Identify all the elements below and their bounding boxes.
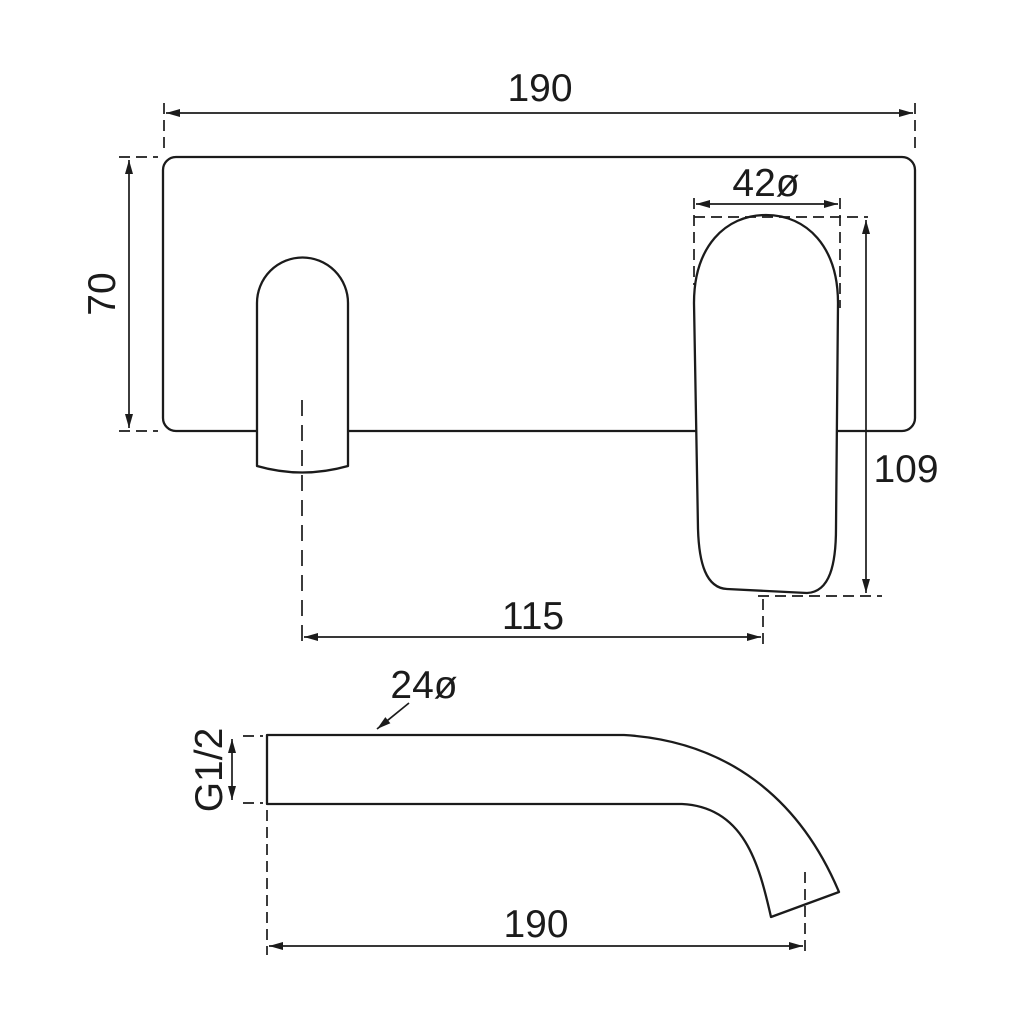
handle-length-label: 109 bbox=[873, 448, 938, 491]
front-view: 190 70 42ø 109 115 bbox=[81, 67, 939, 648]
mixer-lever-outline bbox=[692, 213, 840, 595]
dim-spout-length: 190 bbox=[266, 810, 806, 955]
spout-diameter-label: 24ø bbox=[390, 664, 457, 707]
leader-line bbox=[376, 702, 410, 730]
dim-thread: G1/2 bbox=[188, 728, 263, 813]
spout-length-label: 190 bbox=[503, 903, 568, 946]
dim-spout-diameter: 24ø bbox=[376, 664, 458, 730]
left-handle-outline bbox=[255, 256, 350, 474]
dim-handle-diameter: 42ø bbox=[693, 162, 868, 308]
thread-label: G1/2 bbox=[188, 728, 231, 813]
plate-height-label: 70 bbox=[81, 272, 124, 315]
dim-handle-spacing: 115 bbox=[304, 595, 764, 648]
handle-diameter-label: 42ø bbox=[732, 162, 799, 205]
spout-outline bbox=[265, 733, 841, 919]
handle-spacing-label: 115 bbox=[502, 595, 564, 638]
dim-handle-length: 109 bbox=[758, 220, 939, 597]
dim-plate-width: 190 bbox=[163, 67, 916, 152]
plate-width-label: 190 bbox=[507, 67, 572, 110]
dim-plate-height: 70 bbox=[81, 156, 158, 432]
spout-view: 24ø G1/2 190 bbox=[188, 664, 841, 955]
